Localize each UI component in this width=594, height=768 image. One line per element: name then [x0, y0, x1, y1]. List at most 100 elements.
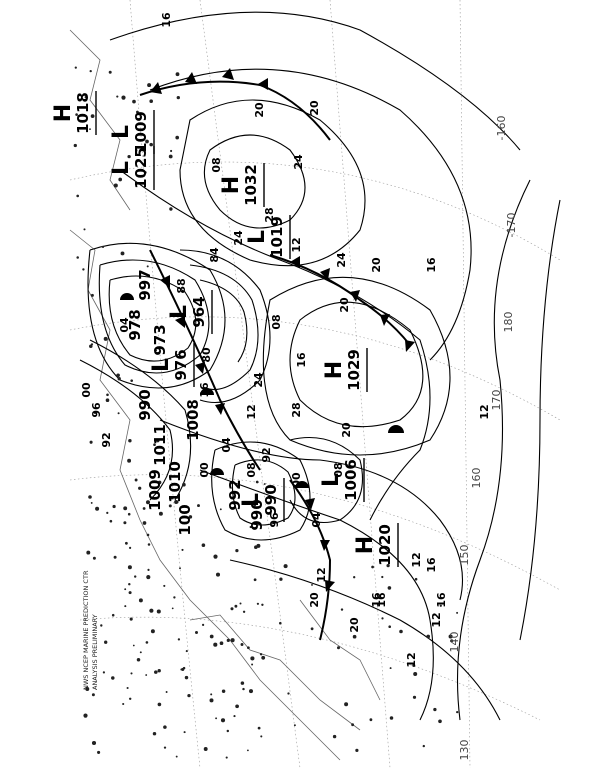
- station-dot: [251, 663, 254, 666]
- isobar-label: 12: [478, 404, 491, 419]
- station-dot: [139, 651, 142, 654]
- station-dot: [149, 99, 153, 103]
- station-dot: [105, 398, 110, 403]
- front-triangle: [150, 82, 162, 94]
- station-dot: [130, 379, 134, 383]
- station-dot: [145, 500, 151, 505]
- pressure-center-value: 1019: [268, 216, 286, 258]
- isobar-label: 12: [290, 237, 303, 252]
- station-dot: [92, 556, 96, 560]
- station-dot: [113, 183, 118, 188]
- station-dot: [260, 735, 263, 738]
- station-dot: [88, 495, 92, 499]
- station-dot: [239, 602, 242, 605]
- station-dot: [116, 95, 119, 98]
- isobar-label: 20: [338, 297, 351, 313]
- isobar-label: 08: [210, 157, 223, 172]
- station-dot: [83, 228, 86, 231]
- pressure-center-value: 990: [262, 484, 280, 515]
- station-dot: [111, 676, 115, 680]
- isobar-label: 16: [425, 557, 438, 573]
- station-dot: [173, 596, 176, 599]
- station-dot: [106, 511, 109, 515]
- station-dot: [242, 502, 245, 505]
- station-dot: [287, 692, 290, 695]
- station-dot: [175, 500, 179, 504]
- station-dot: [233, 715, 236, 718]
- station-dot: [103, 336, 108, 341]
- isobar-label: 24: [292, 154, 305, 170]
- station-dot: [145, 641, 149, 644]
- station-dot: [230, 607, 234, 611]
- front-triangle: [320, 268, 330, 280]
- isobar-south-3: [229, 559, 501, 721]
- pressure-center-type: L: [109, 161, 134, 175]
- station-dot: [209, 634, 214, 639]
- station-dot: [118, 177, 123, 182]
- station-dot: [93, 411, 97, 414]
- isobar-label: 00: [198, 462, 211, 478]
- isobar-990-loop-inner: [231, 459, 296, 526]
- station-dot: [76, 194, 80, 198]
- station-dot: [157, 702, 162, 707]
- isobar-label: 12: [430, 612, 443, 627]
- isobar-label: 16: [375, 592, 388, 608]
- station-dot: [157, 480, 162, 485]
- station-dot: [156, 609, 161, 614]
- front-semicircle: [120, 293, 134, 300]
- pressure-center-value: 976: [172, 349, 190, 380]
- low-value-label: 997: [136, 269, 154, 300]
- isobar-label: 24: [335, 252, 348, 268]
- station-dot: [439, 604, 442, 607]
- station-dot: [187, 693, 191, 698]
- header-line-2: ANALYSIS PRELIMINARY: [91, 614, 99, 690]
- isobar-990-loop: [211, 441, 311, 541]
- pressure-center-value: 1009: [132, 111, 150, 153]
- isobar-label: 08: [332, 462, 345, 477]
- isobar-north-sweep: [149, 68, 472, 361]
- front-semicircle: [388, 425, 404, 433]
- station-dot: [149, 142, 153, 147]
- isobar-label: 04: [310, 512, 323, 528]
- station-dot: [153, 443, 156, 447]
- isobar-label: 12: [315, 567, 328, 582]
- low-value-label: 1011: [151, 424, 169, 466]
- station-dot: [154, 349, 158, 352]
- isobar-label: 20: [340, 422, 353, 438]
- grid-label: 130: [458, 740, 471, 761]
- front-triangle: [305, 498, 315, 510]
- station-dot: [355, 748, 359, 753]
- pressure-center-type: L: [319, 473, 344, 487]
- station-dot: [145, 139, 149, 144]
- station-dot: [91, 740, 97, 746]
- station-dot: [170, 149, 173, 153]
- station-dot: [352, 634, 357, 639]
- station-dot: [182, 482, 186, 487]
- isobar-label: 08: [270, 314, 283, 329]
- station-dot: [123, 521, 127, 525]
- station-dot: [185, 650, 188, 653]
- low-value-label: 1009: [146, 469, 164, 511]
- station-dot: [310, 627, 314, 631]
- isobar-label: 80: [200, 347, 213, 363]
- station-dot: [147, 83, 152, 88]
- front-south: [289, 479, 332, 641]
- station-dot: [263, 483, 266, 485]
- station-dot: [152, 731, 157, 736]
- isobar-label: 20: [348, 617, 361, 633]
- grid-label: 170: [490, 390, 503, 411]
- station-dot: [226, 729, 230, 733]
- front-triangle: [215, 403, 225, 415]
- station-dot: [371, 565, 374, 569]
- front-triangle: [195, 362, 205, 374]
- isobar-label: 24: [252, 372, 265, 388]
- station-dot: [209, 698, 214, 703]
- isobar-label: 20: [370, 257, 383, 273]
- chart-header: NWS NCEP MARINE PREDICTION CTR ANALYSIS …: [82, 570, 99, 690]
- front-triangle: [185, 72, 197, 84]
- station-dot: [168, 504, 172, 508]
- station-dot: [246, 749, 249, 752]
- isobar-label: 16: [198, 382, 211, 398]
- station-dot: [113, 555, 117, 559]
